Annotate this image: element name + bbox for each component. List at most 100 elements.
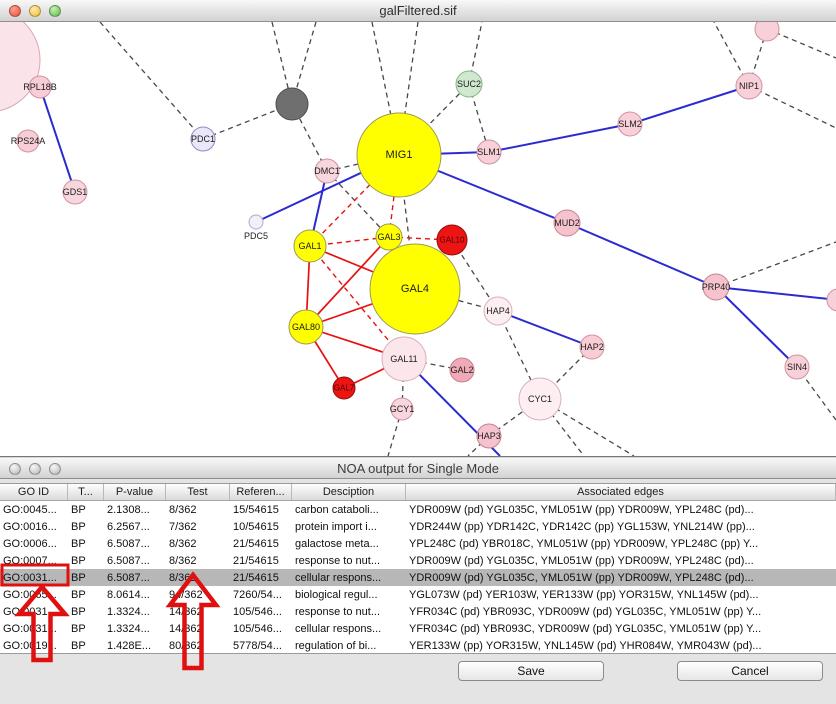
network-window-titlebar[interactable]: galFiltered.sif	[0, 0, 836, 22]
edge-slm1-slm2	[488, 123, 631, 153]
table-cell: YFR034C (pd) YBR093C, YDR009W (pd) YGL03…	[409, 605, 762, 618]
node-nip1[interactable]: NIP1	[735, 72, 763, 100]
node-er1[interactable]	[826, 288, 836, 312]
node-pdc5[interactable]: PDC5	[244, 214, 268, 241]
save-button[interactable]: Save	[458, 661, 604, 681]
node-label: NIP1	[739, 81, 759, 91]
table-cell: 21/54615	[233, 571, 279, 584]
node-hap4[interactable]: HAP4	[483, 296, 513, 326]
table-cell: 10/54615	[233, 520, 279, 533]
node-dmc1[interactable]: DMC1	[314, 158, 340, 184]
table-cell: 105/546...	[233, 605, 282, 618]
node-gal1[interactable]: GAL1	[293, 229, 327, 263]
node-cyc1[interactable]: CYC1	[518, 377, 562, 421]
edge-hap4-hap2	[497, 310, 593, 348]
node-hap2[interactable]: HAP2	[579, 334, 605, 360]
node-sin4[interactable]: SIN4	[784, 354, 810, 380]
edge-gcy1-offscreen	[387, 408, 403, 456]
node-gray1[interactable]	[275, 87, 309, 121]
node-gal3[interactable]: GAL3	[375, 223, 403, 251]
node-hap3[interactable]: HAP3	[476, 423, 502, 449]
table-cell: YFR034C (pd) YBR093C, YDR009W (pd) YGL03…	[409, 622, 762, 635]
node-mig1[interactable]: MIG1	[356, 112, 442, 198]
network-window-title: galFiltered.sif	[379, 3, 457, 18]
node-big1[interactable]	[0, 22, 41, 112]
node-gal4[interactable]: GAL4	[369, 243, 461, 335]
table-cell: 21/54615	[233, 554, 279, 567]
table-cell: GO:0031...	[3, 571, 57, 584]
zoom-icon[interactable]	[49, 5, 61, 17]
table-cell: 7260/54...	[233, 588, 282, 601]
node-slm2[interactable]: SLM2	[617, 111, 643, 137]
node-label: RPL18B	[23, 82, 57, 92]
node-tr1[interactable]	[754, 22, 780, 42]
table-cell: 21/54615	[233, 537, 279, 550]
table-cell: regulation of bi...	[295, 639, 377, 652]
node-gds1[interactable]: GDS1	[62, 179, 88, 205]
table-cell: YDR009W (pd) YGL035C, YML051W (pp) YDR00…	[409, 571, 754, 584]
node-label: GDS1	[63, 187, 88, 197]
node-label: RPS24A	[11, 136, 46, 146]
node-gal10[interactable]: GAL10	[436, 224, 468, 256]
column-header-associated-edges[interactable]: Associated edges	[406, 484, 836, 500]
node-rps24a[interactable]: RPS24A	[11, 129, 46, 153]
minimize-icon[interactable]	[29, 463, 41, 475]
edge-nip1-offscreen	[748, 85, 836, 129]
node-rpl18b[interactable]: RPL18B	[23, 75, 57, 99]
node-suc2[interactable]: SUC2	[455, 70, 483, 98]
close-icon[interactable]	[9, 463, 21, 475]
table-cell: 8/362	[169, 554, 197, 567]
column-header-test[interactable]: Test	[166, 484, 230, 500]
table-cell: 94/362	[169, 588, 203, 601]
node-label: PRP40	[702, 282, 731, 292]
edge-prp40-offscreen	[715, 241, 836, 288]
table-cell: 14/362	[169, 605, 203, 618]
node-label: GAL11	[390, 354, 417, 364]
column-header-go-id[interactable]: GO ID	[0, 484, 68, 500]
table-cell: carbon cataboli...	[295, 503, 379, 516]
node-label: GAL2	[450, 365, 473, 375]
node-prp40[interactable]: PRP40	[702, 273, 731, 301]
column-header-referen-[interactable]: Referen...	[230, 484, 292, 500]
column-header-p-value[interactable]: P-value	[104, 484, 166, 500]
node-pdc1[interactable]: PDC1	[190, 126, 216, 152]
edge-prp40-sin4	[715, 286, 798, 368]
table-cell: cellular respons...	[295, 571, 382, 584]
minimize-icon[interactable]	[29, 5, 41, 17]
table-cell: 8/362	[169, 537, 197, 550]
table-cell: BP	[71, 605, 86, 618]
node-gal80[interactable]: GAL80	[288, 309, 324, 345]
edge-dmc1-gray1	[291, 103, 328, 172]
node-gal11[interactable]: GAL11	[381, 336, 427, 382]
column-header-t-[interactable]: T...	[68, 484, 104, 500]
table-cell: YPL248C (pd) YBR018C, YML051W (pp) YDR00…	[409, 537, 759, 550]
noa-window-titlebar[interactable]: NOA output for Single Mode	[0, 458, 836, 479]
node-gal2[interactable]: GAL2	[449, 357, 475, 383]
close-icon[interactable]	[9, 5, 21, 17]
node-label: SUC2	[457, 79, 481, 89]
table-cell: GO:0065...	[3, 588, 57, 601]
cancel-button[interactable]: Cancel	[677, 661, 823, 681]
node-slm1[interactable]: SLM1	[476, 139, 502, 165]
table-cell: 2.1308...	[107, 503, 150, 516]
table-cell: BP	[71, 537, 86, 550]
table-cell: 7/362	[169, 520, 197, 533]
zoom-icon[interactable]	[49, 463, 61, 475]
column-header-desciption[interactable]: Desciption	[292, 484, 406, 500]
table-cell: protein import i...	[295, 520, 377, 533]
node-label: HAP4	[486, 306, 510, 316]
node-mud2[interactable]: MUD2	[553, 209, 581, 237]
table-cell: GO:0007...	[3, 554, 57, 567]
node-gcy1[interactable]: GCY1	[390, 397, 415, 421]
node-gal7[interactable]: GAL7	[332, 376, 356, 400]
